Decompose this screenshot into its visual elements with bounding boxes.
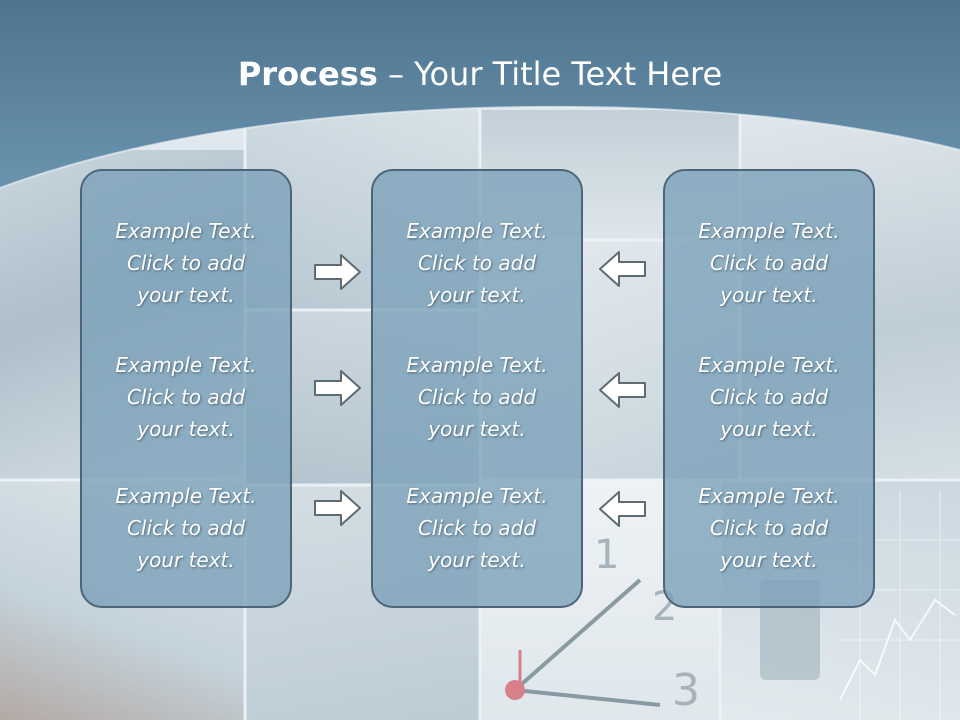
panel-text[interactable]: Example Text. Click to add your text. <box>698 353 840 441</box>
left-process-panel[interactable]: Example Text. Click to add your text. Ex… <box>80 169 292 608</box>
panel-text[interactable]: Example Text. Click to add your text. <box>406 353 548 441</box>
panel-text[interactable]: Example Text. Click to add your text. <box>406 484 548 572</box>
line-chart-graphic <box>839 598 956 701</box>
panel-text[interactable]: Example Text. Click to add your text. <box>115 353 257 441</box>
clock-graphic: 1 2 3 <box>505 532 700 716</box>
panel-text[interactable]: Example Text. Click to add your text. <box>115 484 257 572</box>
clock-numeral: 3 <box>672 665 700 716</box>
panel-text[interactable]: Example Text. Click to add your text. <box>698 219 840 307</box>
left-arrow-icon <box>599 372 646 408</box>
title-bold: Process <box>237 55 378 93</box>
left-arrow-icon <box>599 251 646 287</box>
title-rest: – Your Title Text Here <box>377 55 723 93</box>
header-band <box>0 0 960 189</box>
right-arrow-icon <box>314 254 361 290</box>
center-process-panel[interactable]: Example Text. Click to add your text. Ex… <box>371 169 583 608</box>
slide-title: Process – Your Title Text Here <box>0 52 960 96</box>
clock-numeral: 1 <box>594 532 619 578</box>
right-arrow-icon <box>314 490 361 526</box>
panel-text[interactable]: Example Text. Click to add your text. <box>698 484 840 572</box>
left-arrow-icon <box>599 491 646 527</box>
right-process-panel[interactable]: Example Text. Click to add your text. Ex… <box>663 169 875 608</box>
panel-text[interactable]: Example Text. Click to add your text. <box>406 219 548 307</box>
right-arrow-icon <box>314 370 361 406</box>
panel-text[interactable]: Example Text. Click to add your text. <box>115 219 257 307</box>
